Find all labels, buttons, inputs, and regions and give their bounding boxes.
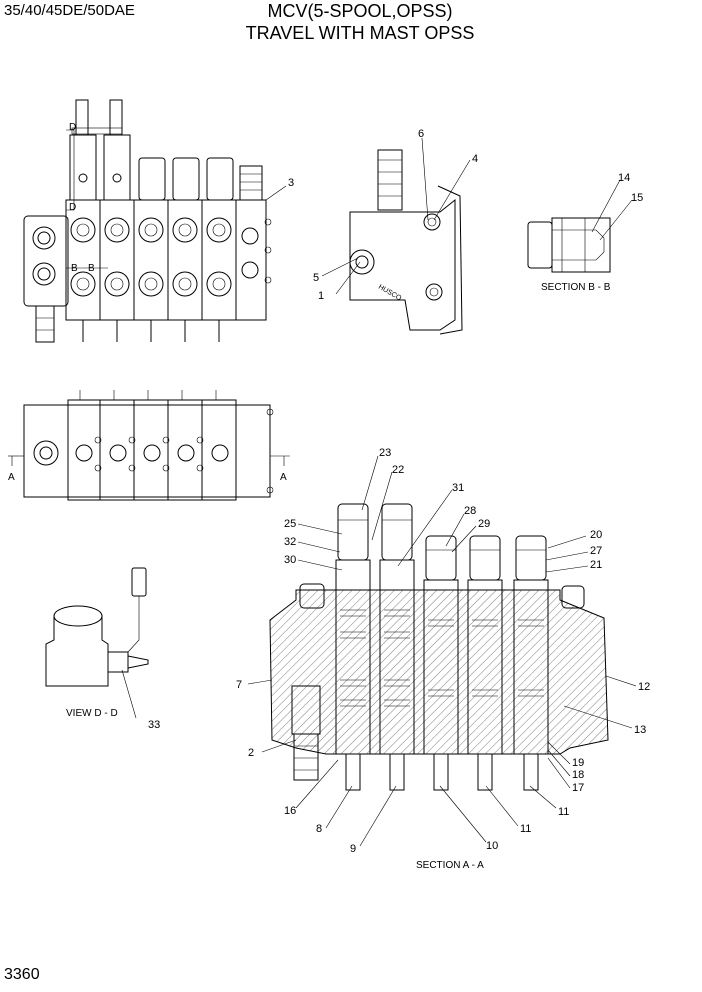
top-view-drawing <box>8 390 290 501</box>
callout-9: 9 <box>350 843 356 855</box>
marker-a-right: A <box>280 472 287 483</box>
page-number: 3360 <box>4 966 40 983</box>
callout-18: 18 <box>572 769 584 781</box>
callout-3: 3 <box>288 177 294 189</box>
front-view-drawing <box>23 99 272 343</box>
callout-4: 4 <box>472 153 478 165</box>
callout-7: 7 <box>236 679 242 691</box>
callout-27: 27 <box>590 545 602 557</box>
callout-1: 1 <box>318 290 324 302</box>
marker-b-right: B <box>88 263 95 274</box>
callout-19: 19 <box>572 757 584 769</box>
model-code: 35/40/45DE/50DAE <box>4 2 135 19</box>
callout-15: 15 <box>631 192 643 204</box>
view-dd-label: VIEW D - D <box>66 708 118 719</box>
marker-b-left: B <box>71 263 78 274</box>
leader-lines <box>121 137 637 847</box>
callout-17: 17 <box>572 782 584 794</box>
callout-11b: 11 <box>558 806 569 818</box>
callout-labels: 1 2 3 4 5 6 7 8 9 10 11 11 12 13 14 15 1… <box>148 128 650 855</box>
callout-11a: 11 <box>520 823 531 835</box>
callout-31: 31 <box>452 482 464 494</box>
marker-d-lower: D <box>69 202 76 213</box>
section-bb-label: SECTION B - B <box>541 282 611 293</box>
callout-5: 5 <box>313 272 319 284</box>
callout-8: 8 <box>316 823 322 835</box>
callout-10: 10 <box>486 840 498 852</box>
callout-16: 16 <box>284 805 296 817</box>
callout-2: 2 <box>248 747 254 759</box>
marker-d-upper: D <box>69 122 76 133</box>
callout-13: 13 <box>634 724 646 736</box>
callout-20: 20 <box>590 529 602 541</box>
callout-22: 22 <box>392 464 404 476</box>
side-view-drawing <box>349 149 463 335</box>
section-aa-label: SECTION A - A <box>416 860 484 871</box>
view-dd-drawing <box>45 567 149 687</box>
callout-32: 32 <box>284 536 296 548</box>
diagram-subtitle: TRAVEL WITH MAST OPSS <box>245 23 475 43</box>
section-aa-drawing <box>269 503 609 791</box>
diagram-title: MCV(5-SPOOL,OPSS) <box>267 1 453 21</box>
marker-a-left: A <box>8 472 15 483</box>
callout-21: 21 <box>590 559 602 571</box>
callout-6: 6 <box>418 128 424 140</box>
callout-12: 12 <box>638 681 650 693</box>
callout-30: 30 <box>284 554 296 566</box>
callout-33: 33 <box>148 719 160 731</box>
callout-23: 23 <box>379 447 391 459</box>
callout-29: 29 <box>478 518 490 530</box>
callout-28: 28 <box>464 505 476 517</box>
callout-14: 14 <box>618 172 630 184</box>
section-bb-drawing <box>527 217 611 273</box>
callout-25: 25 <box>284 518 296 530</box>
